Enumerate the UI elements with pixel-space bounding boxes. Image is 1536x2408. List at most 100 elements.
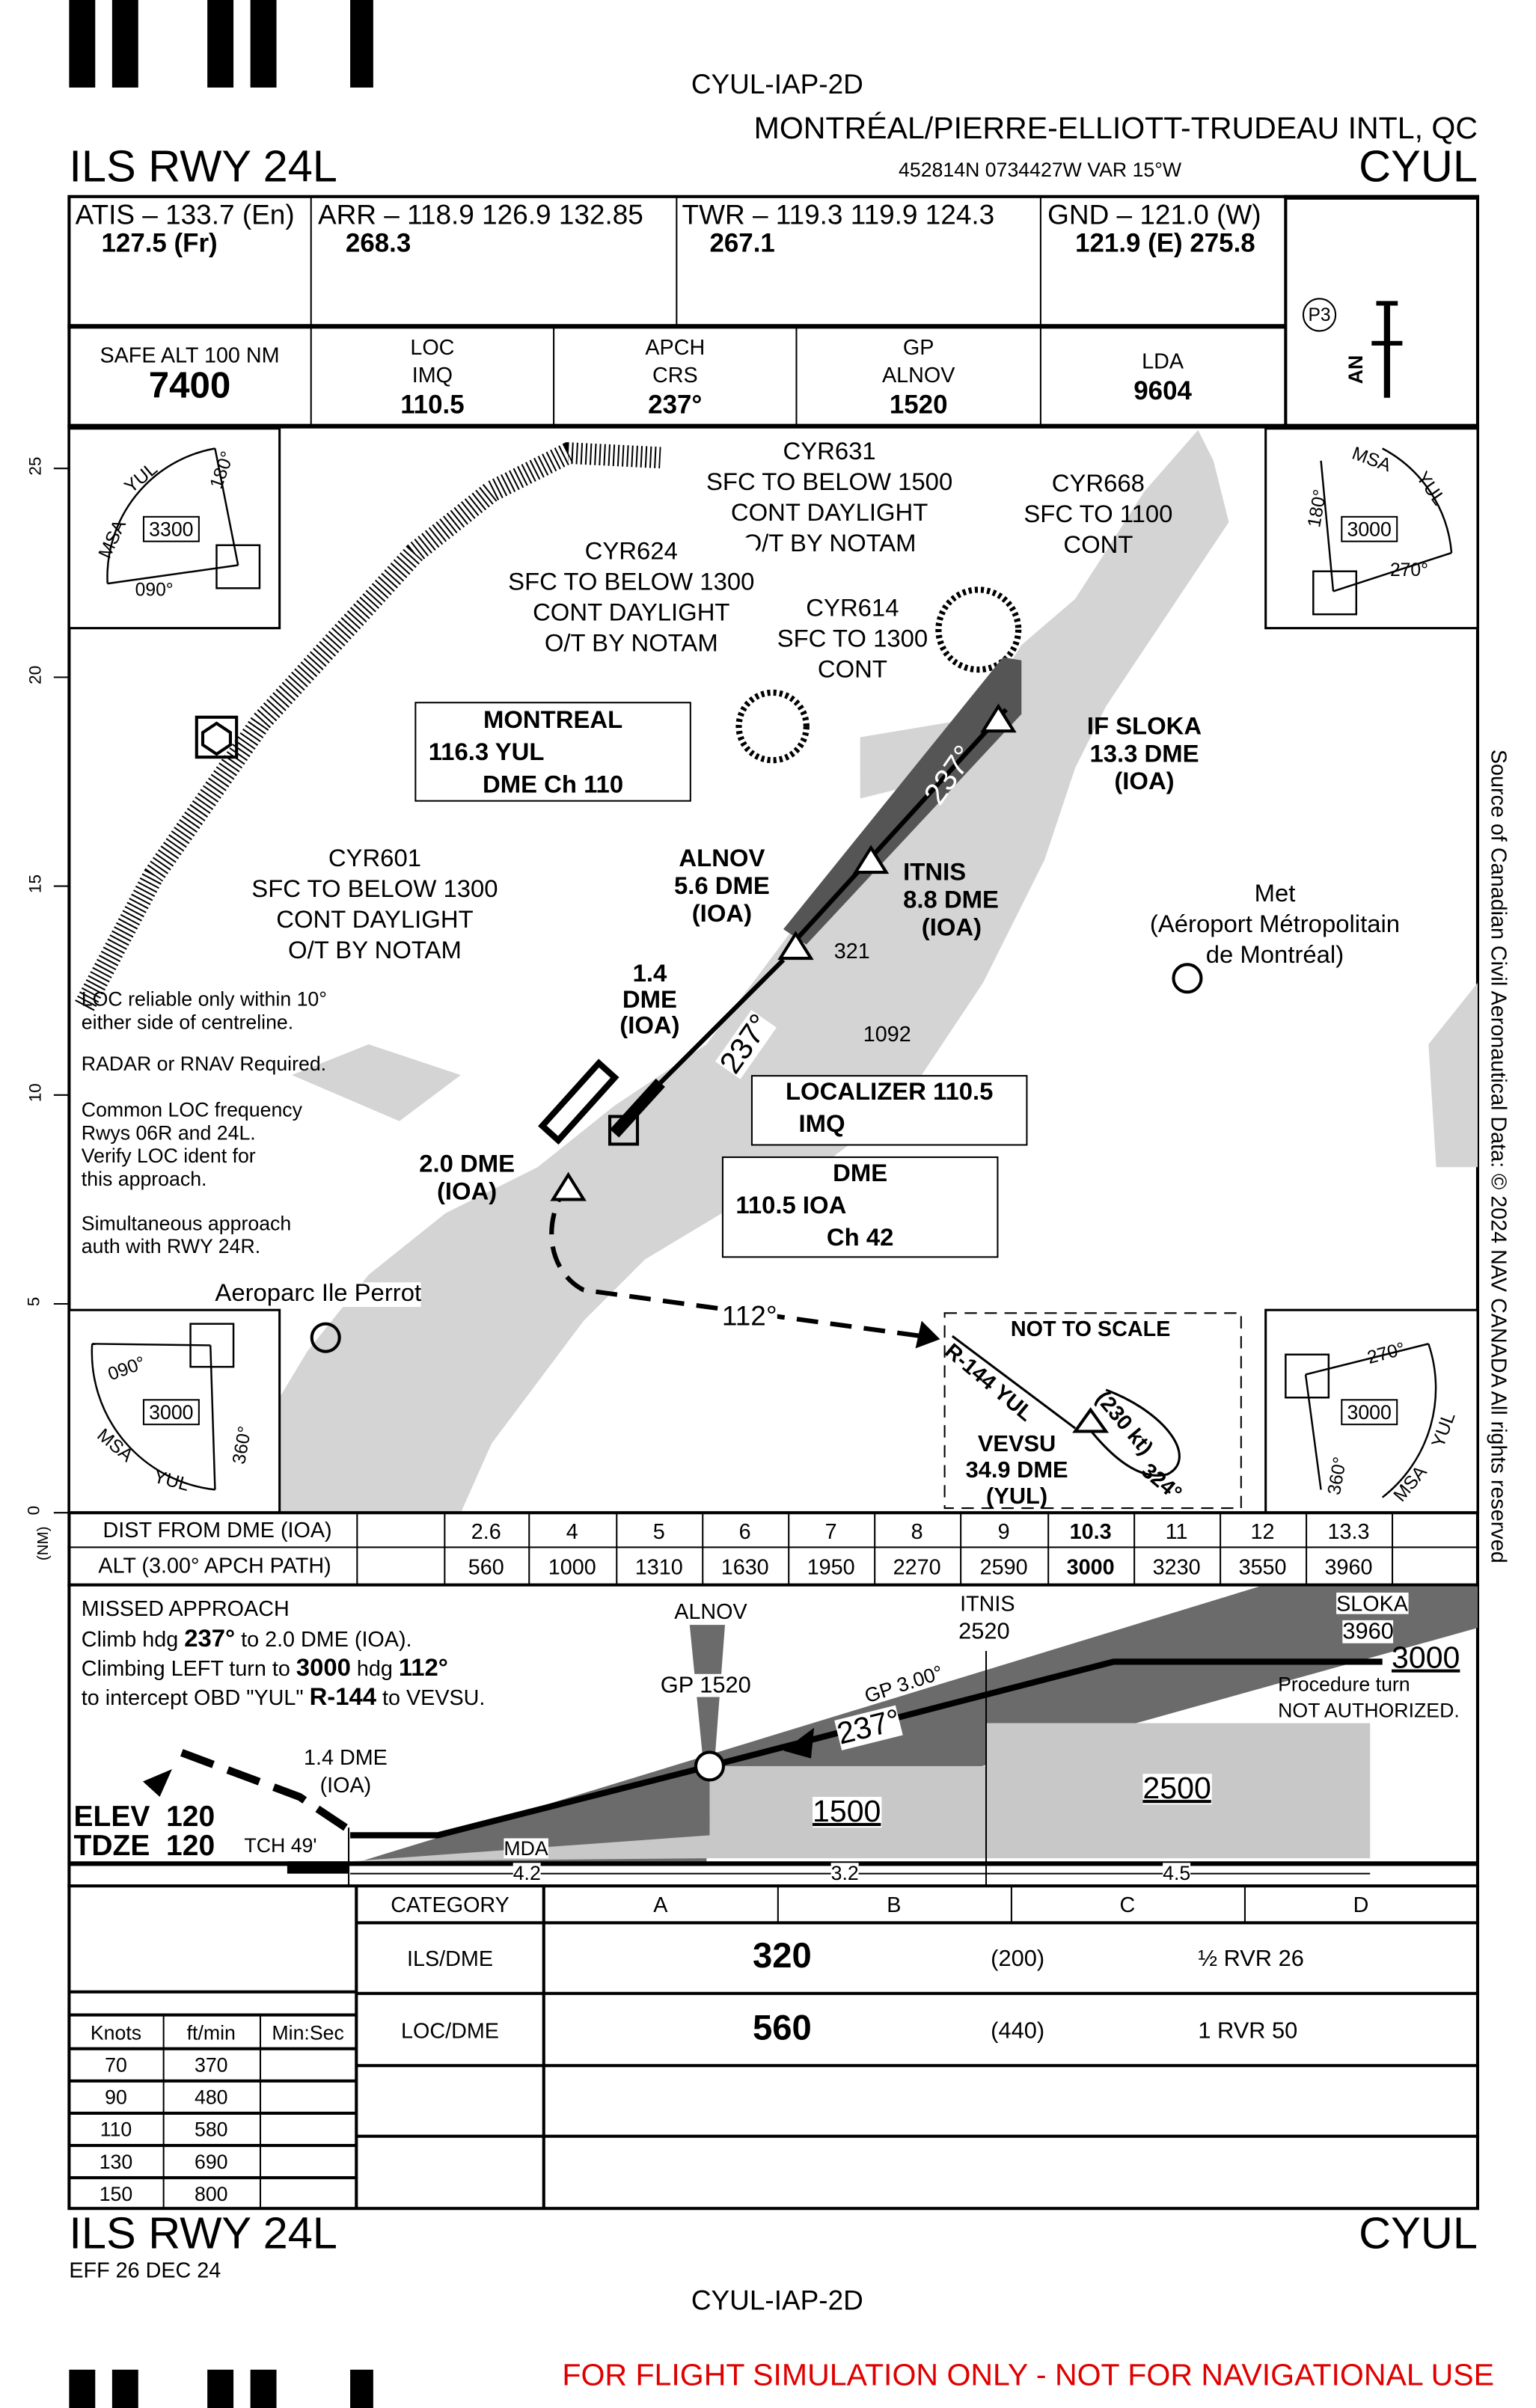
divider <box>874 1513 876 1585</box>
divider <box>528 1513 530 1585</box>
label-line: SFC TO 1300 <box>777 626 928 653</box>
footer-chart-id: CYUL-IAP-2D <box>691 2285 863 2316</box>
category-b: B <box>887 1892 902 1917</box>
alt-cell: 3960 <box>1324 1554 1373 1579</box>
page-title: ILS RWY 24L <box>69 142 337 192</box>
label-line: CYR668 <box>1051 471 1145 498</box>
alt-cell: 560 <box>468 1554 504 1579</box>
alt-cell: 3230 <box>1152 1554 1201 1579</box>
loc-label: LOC <box>410 334 455 360</box>
text: R-144 <box>309 1685 377 1712</box>
text: to 2.0 DME (IOA). <box>235 1626 412 1651</box>
missed-line: to intercept OBD "YUL" R-144 to VEVSU. <box>82 1683 486 1712</box>
profile-1-4-dme: 1.4 DME <box>304 1744 388 1770</box>
registration-bar <box>207 2369 234 2408</box>
divider <box>310 327 312 426</box>
label-line: SFC TO BELOW 1300 <box>508 569 755 596</box>
segment-distance: 4.2 <box>512 1861 541 1885</box>
inset-title: NOT TO SCALE <box>1010 1316 1171 1341</box>
missed-approach-heading: 112° <box>721 1300 777 1332</box>
registration-bar <box>250 2369 277 2408</box>
note-radar: RADAR or RNAV Required. <box>81 1052 327 1076</box>
label-line: CYR614 <box>806 595 899 622</box>
alt-cell: 3550 <box>1238 1554 1287 1579</box>
registration-bar <box>111 2369 138 2408</box>
divider <box>67 1546 1480 1548</box>
registration-bar <box>207 0 234 88</box>
label-line: SFC TO BELOW 1500 <box>706 470 953 497</box>
dme-box: DME 110.5 IOA Ch 42 <box>721 1156 999 1258</box>
profile-alnov: ALNOV <box>674 1599 747 1624</box>
range-marks <box>53 468 70 1514</box>
label-line: O/T BY NOTAM <box>742 531 917 558</box>
comm-line: 127.5 (Fr) <box>101 228 218 258</box>
divider <box>1133 1513 1136 1585</box>
msa-altitude: 3000 <box>142 1399 200 1426</box>
divider <box>67 1884 1480 1888</box>
touchdown-elevation: TDZE 120 <box>73 1830 215 1863</box>
fix-ref: (IOA) <box>619 1013 680 1040</box>
divider <box>356 1991 1480 1995</box>
apch-label: APCH <box>645 334 706 360</box>
text: Climb hdg <box>81 1626 185 1651</box>
divider <box>67 423 1480 429</box>
navaid-name: MONTREAL <box>483 708 623 735</box>
minima-approach-type: ILS/DME <box>407 1946 494 1970</box>
alt-cell: 1000 <box>548 1554 596 1579</box>
fix-name: DME <box>622 987 677 1014</box>
divider <box>69 2143 357 2148</box>
profile-sloka: SLOKA <box>1336 1590 1408 1616</box>
divider <box>1284 194 1480 200</box>
fix-name: IF SLOKA <box>1086 714 1202 741</box>
dme-channel: Ch 42 <box>826 1225 894 1252</box>
fix-2-0-dme: 2.0 DME(IOA) <box>411 1152 522 1207</box>
range-tick-label: 5 <box>25 1296 44 1307</box>
airport-coordinates: 452814N 0734427W VAR 15°W <box>899 158 1182 182</box>
approach-course: 237° <box>648 390 703 420</box>
profile-gp-altitude: GP 1520 <box>660 1672 751 1699</box>
dist-cell: 9 <box>997 1518 1010 1543</box>
category-header: CATEGORY <box>391 1892 510 1917</box>
safe-alt-value: 7400 <box>148 365 231 408</box>
divider <box>69 1990 357 1994</box>
rate-cell: 110 <box>100 2118 132 2141</box>
missed-line: Climb hdg 237° to 2.0 DME (IOA). <box>82 1625 486 1654</box>
missed-approach-title: MISSED APPROACH <box>81 1596 290 1620</box>
footer-title: ILS RWY 24L <box>69 2210 337 2259</box>
divider <box>1392 1513 1394 1585</box>
divider <box>795 327 798 426</box>
dist-label: DIST FROM DME (IOA) <box>102 1517 332 1542</box>
minima-altitude: 560 <box>752 2007 812 2047</box>
label-line: CYR631 <box>783 439 876 466</box>
gp-label: GP <box>902 334 934 360</box>
msa-altitude: 3300 <box>142 515 200 542</box>
label-line: CONT <box>1063 533 1133 560</box>
dist-cell: 8 <box>911 1518 923 1543</box>
restricted-areas <box>75 442 1022 1011</box>
chart-id: CYUL-IAP-2D <box>691 69 863 100</box>
text: 112° <box>398 1655 448 1682</box>
divider <box>1220 1513 1222 1585</box>
rate-header: ft/min <box>186 2020 236 2044</box>
divider <box>69 2111 357 2115</box>
aeroparc-label: Aeroparc Ile Perrot <box>215 1281 422 1308</box>
navaid-channel: DME Ch 110 <box>483 772 624 799</box>
obstacle-elevation: 321 <box>833 938 870 963</box>
profile-itnis: ITNIS <box>960 1590 1015 1616</box>
dist-cell: 7 <box>824 1518 837 1543</box>
comm-line: GND – 121.0 (W) <box>1047 199 1261 230</box>
msa-bearing: 270° <box>1389 559 1428 581</box>
alt-cell: 1310 <box>634 1554 683 1579</box>
fix-distance: 8.8 DME <box>903 887 999 914</box>
comm-line: 267.1 <box>709 228 775 258</box>
approach-lighting-badge: P3 <box>1302 298 1337 332</box>
divider <box>444 1513 446 1585</box>
range-tick-label: 25 <box>27 456 46 476</box>
step-altitude-2500: 2500 <box>1142 1772 1211 1807</box>
